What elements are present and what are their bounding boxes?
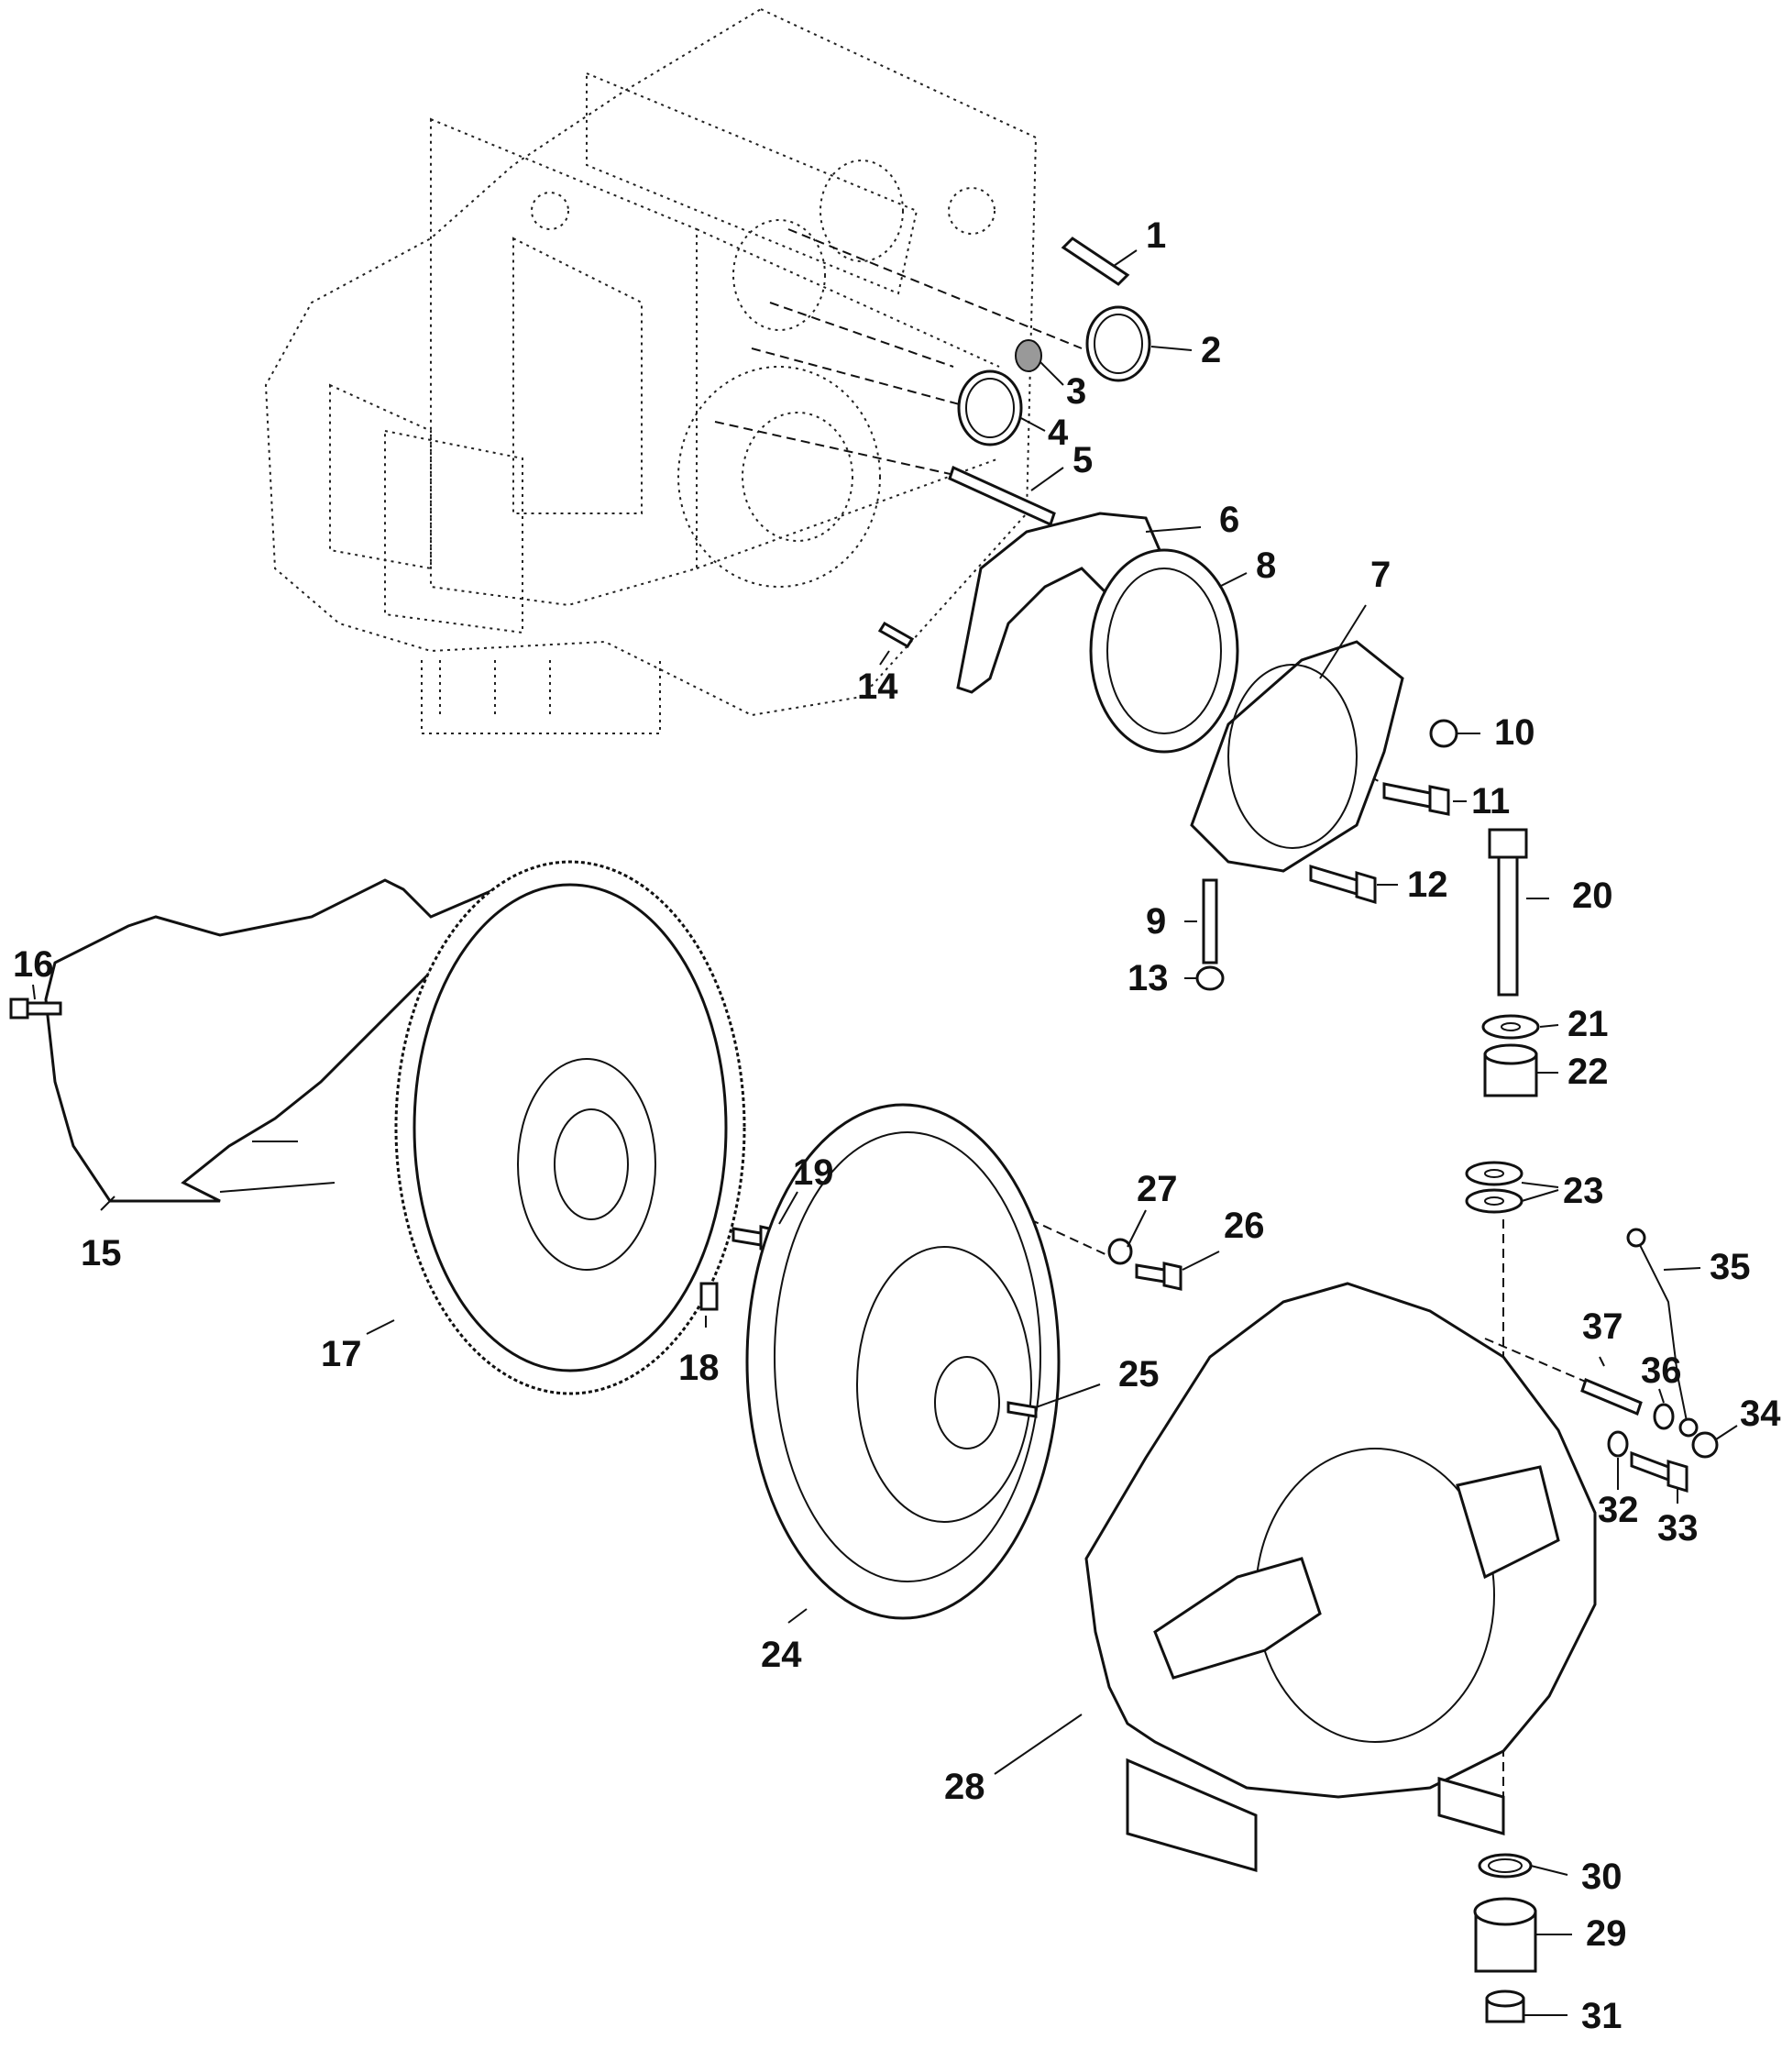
part-12-bolt	[1309, 864, 1377, 905]
part-4-seal-ring	[957, 369, 1023, 446]
callout-labels: 1 2 3 4 5 6 7 8 9 10 11 12 13 14 15 16 1…	[13, 215, 1781, 2036]
callout-33: 33	[1657, 1508, 1699, 1548]
callout-16: 16	[13, 944, 54, 985]
callout-9: 9	[1146, 901, 1166, 942]
callout-10: 10	[1494, 712, 1535, 753]
callout-leaders	[32, 249, 1738, 2016]
part-34-nut	[1691, 1431, 1719, 1459]
part-25-fitting	[1006, 1401, 1038, 1418]
callout-32: 32	[1598, 1490, 1639, 1530]
callout-1: 1	[1146, 215, 1166, 256]
callout-21: 21	[1568, 1004, 1609, 1044]
callout-20: 20	[1572, 876, 1613, 916]
callout-37: 37	[1582, 1306, 1623, 1347]
part-23-washers	[1465, 1161, 1524, 1214]
callout-15: 15	[81, 1233, 122, 1273]
part-2-seal-ring	[1085, 305, 1151, 382]
part-22-spacer	[1483, 1043, 1538, 1097]
callout-29: 29	[1586, 1913, 1627, 1954]
callout-2: 2	[1201, 330, 1221, 370]
part-7-seal-housing	[1190, 640, 1404, 873]
callout-11: 11	[1471, 781, 1510, 821]
part-27-washer	[1107, 1238, 1133, 1265]
callout-27: 27	[1137, 1169, 1178, 1209]
callout-28: 28	[944, 1767, 985, 1807]
part-1-dowel-pin	[1061, 237, 1130, 286]
part-17-flywheel	[394, 860, 746, 1395]
callout-25: 25	[1118, 1354, 1160, 1394]
callout-23: 23	[1563, 1171, 1604, 1211]
part-28-flywheel-housing	[1084, 1282, 1597, 1872]
callout-4: 4	[1048, 413, 1069, 453]
callout-31: 31	[1581, 1996, 1622, 2036]
part-10-nut	[1429, 719, 1458, 748]
part-3-plug	[1015, 339, 1042, 372]
callout-30: 30	[1581, 1857, 1622, 1897]
part-21-washer	[1481, 1014, 1540, 1040]
part-26-bolt	[1135, 1262, 1182, 1291]
callout-3: 3	[1066, 371, 1086, 412]
part-24-drive-plate	[745, 1103, 1061, 1620]
callout-6: 6	[1219, 500, 1239, 540]
callout-7: 7	[1370, 555, 1391, 595]
part-5-stud	[948, 465, 1056, 527]
engine-block-outline	[264, 7, 1038, 734]
part-8-rear-seal	[1089, 548, 1239, 754]
callout-19: 19	[793, 1152, 834, 1193]
callout-17: 17	[321, 1334, 362, 1374]
callout-22: 22	[1568, 1052, 1609, 1092]
callout-35: 35	[1710, 1247, 1751, 1287]
part-30-washer	[1478, 1853, 1533, 1879]
part-29-mount	[1473, 1897, 1537, 1973]
part-14-pin	[877, 621, 915, 649]
part-11-bolt	[1382, 782, 1450, 816]
part-33-bolt	[1630, 1450, 1688, 1493]
callout-34: 34	[1740, 1394, 1781, 1434]
part-18-dowel	[699, 1282, 719, 1311]
part-20-long-bolt	[1488, 828, 1528, 997]
callout-13: 13	[1128, 958, 1169, 998]
part-32-washer	[1607, 1430, 1629, 1458]
callout-24: 24	[761, 1635, 802, 1675]
callout-12: 12	[1407, 865, 1448, 905]
callout-26: 26	[1224, 1206, 1265, 1246]
part-31-nut	[1485, 1989, 1525, 2023]
part-16-bolt	[9, 997, 62, 1019]
part-13-nut	[1195, 965, 1225, 991]
callout-5: 5	[1072, 440, 1093, 480]
part-35-ground-strap	[1626, 1228, 1699, 1438]
part-9-stud	[1202, 878, 1218, 964]
part-36-washer	[1653, 1403, 1675, 1430]
callout-18: 18	[678, 1348, 720, 1388]
callout-36: 36	[1641, 1350, 1682, 1391]
part-37-stud	[1580, 1377, 1643, 1416]
callout-14: 14	[857, 667, 898, 707]
callout-8: 8	[1256, 546, 1276, 586]
